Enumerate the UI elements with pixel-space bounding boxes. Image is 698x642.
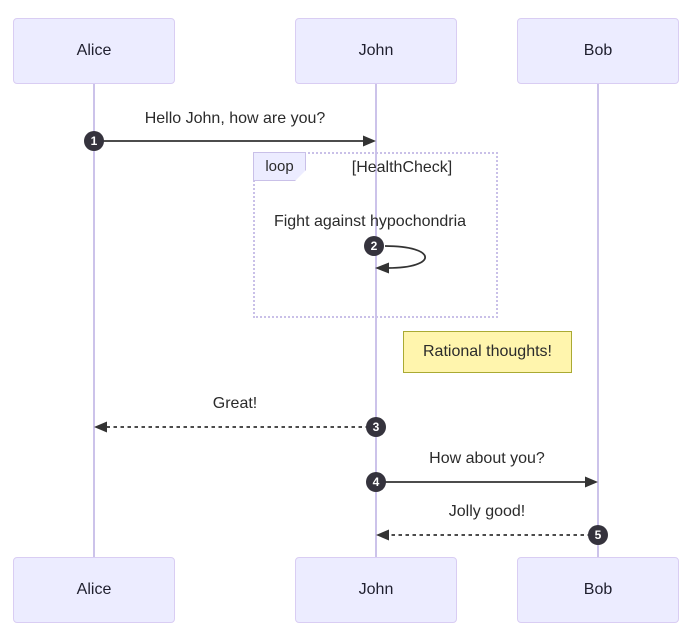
arrow-self-head	[375, 262, 389, 274]
lifeline-alice	[93, 84, 95, 557]
message-text-howabout: How about you?	[429, 450, 545, 467]
loop-label: loop	[265, 158, 294, 175]
actor-bottom-alice: Alice	[13, 557, 175, 623]
actor-label: Bob	[583, 42, 613, 59]
arrow-great-head	[94, 421, 107, 433]
loop-condition: [HealthCheck]	[351, 159, 453, 176]
arrow-jolly-head	[376, 529, 389, 541]
note-box: Rational thoughts!	[403, 331, 572, 373]
message-text-jolly: Jolly good!	[448, 503, 526, 520]
seq-badge-5: 5	[588, 525, 608, 545]
actor-label: John	[358, 581, 394, 598]
actor-top-john: John	[295, 18, 457, 84]
arrow-howabout-head	[585, 476, 598, 488]
seq-badge-3: 3	[366, 417, 386, 437]
seq-badge-2: 2	[364, 236, 384, 256]
arrow-hello-head	[363, 135, 376, 147]
actor-label: Alice	[76, 42, 112, 59]
loop-label-tab: loop	[253, 152, 306, 181]
actor-top-bob: Bob	[517, 18, 679, 84]
actor-bottom-bob: Bob	[517, 557, 679, 623]
seq-badge-4: 4	[366, 472, 386, 492]
message-text-great: Great!	[212, 395, 258, 412]
loop-frame	[253, 152, 498, 318]
message-text-hello: Hello John, how are you?	[144, 110, 326, 127]
actor-top-alice: Alice	[13, 18, 175, 84]
arrow-self-curve	[384, 245, 427, 269]
actor-bottom-john: John	[295, 557, 457, 623]
note-text: Rational thoughts!	[423, 343, 552, 360]
lifeline-bob	[597, 84, 599, 557]
actor-label: Alice	[76, 581, 112, 598]
actor-label: John	[358, 42, 394, 59]
message-text-fight: Fight against hypochondria	[273, 213, 467, 230]
seq-badge-1: 1	[84, 131, 104, 151]
lifeline-john	[375, 84, 377, 557]
actor-label: Bob	[583, 581, 613, 598]
